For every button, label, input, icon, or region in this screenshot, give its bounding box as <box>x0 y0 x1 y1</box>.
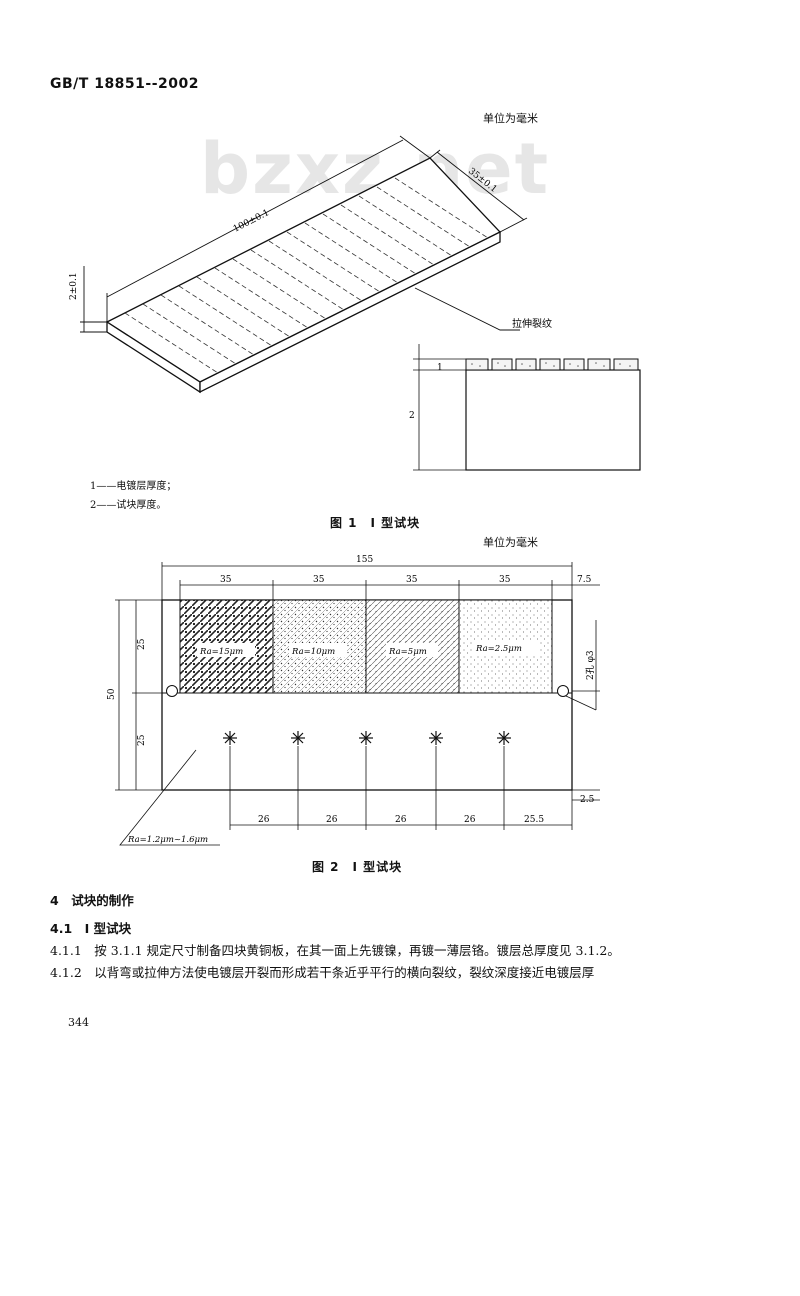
dim-bottom-margin: 2.5 <box>580 795 595 805</box>
figure1-drawing: 1 2 100±0.1 35±0.1 2±0.1 拉伸裂纹 <box>69 135 641 471</box>
ra-label-3: Ra=5μm <box>388 647 427 657</box>
subsection-heading: 4.1 I 型试块 <box>50 921 132 936</box>
section-heading: 4 试块的制作 <box>50 893 134 908</box>
dim-right <box>565 620 600 801</box>
dim-star-5: 25.5 <box>524 815 544 825</box>
dim-seg-3: 35 <box>406 575 418 585</box>
surface-leader <box>119 749 220 846</box>
dim-width-label: 35±0.1 <box>466 166 498 194</box>
figure1-unit-note: 单位为毫米 <box>483 112 538 125</box>
detail-label-1: 1 <box>437 363 443 373</box>
dim-star-1: 26 <box>258 815 270 825</box>
dim-bottom <box>229 746 573 830</box>
ra-label-1: Ra=15μm <box>199 647 243 657</box>
detail-label-2: 2 <box>409 411 415 421</box>
figure1-caption: 图 1 I 型试块 <box>330 516 421 530</box>
crack-lines <box>124 177 489 374</box>
dim-height-total: 50 <box>107 688 117 700</box>
dim-length <box>106 135 431 322</box>
dim-length-label: 100±0.1 <box>232 208 271 235</box>
standard-number: GB/T 18851--2002 <box>50 76 199 92</box>
dim-height-upper: 25 <box>137 638 147 650</box>
dim-total: 155 <box>356 555 373 565</box>
test-points <box>223 731 511 745</box>
dim-seg-2: 35 <box>313 575 325 585</box>
dim-top <box>161 562 600 600</box>
crack-label: 拉伸裂纹 <box>512 317 552 330</box>
hole-right <box>557 685 569 697</box>
detail-view <box>413 344 641 471</box>
paragraph-4-1-2: 4.1.2 以背弯或拉伸方法使电镀层开裂而形成若干条近乎平行的横向裂纹，裂纹深度… <box>50 965 595 980</box>
paragraph-4-1-1: 4.1.1 按 3.1.1 规定尺寸制备四块黄铜板，在其一面上先镀镍，再镀一薄层… <box>50 943 620 958</box>
dim-seg-1: 35 <box>220 575 232 585</box>
hole-label: 2孔 φ3 <box>585 650 596 680</box>
dim-star-3: 26 <box>395 815 407 825</box>
hole-left <box>166 685 178 697</box>
ra-label-4: Ra=2.5μm <box>475 644 522 654</box>
dim-width <box>429 149 528 233</box>
dim-star-2: 26 <box>326 815 338 825</box>
figure2-unit-note: 单位为毫米 <box>483 536 538 549</box>
dim-thickness <box>80 266 107 333</box>
dim-height-lower: 25 <box>137 734 147 746</box>
figure2-caption: 图 2 I 型试块 <box>312 860 403 874</box>
slab-right-edge <box>199 230 501 394</box>
ra-label-2: Ra=10μm <box>291 647 335 657</box>
dim-thickness-label: 2±0.1 <box>69 272 79 300</box>
crack-leader <box>414 287 520 331</box>
figure1-legend-2: 2——试块厚度。 <box>90 500 167 511</box>
surface-note: Ra=1.2μm~1.6μm <box>127 835 208 845</box>
dim-right-margin: 7.5 <box>577 575 592 585</box>
dim-star-4: 26 <box>464 815 476 825</box>
figure1-legend-1: 1——电镀层厚度； <box>90 481 177 492</box>
dim-left <box>115 599 162 791</box>
figure2-drawing: 155 35 35 35 35 7.5 50 25 25 2孔 φ3 Ra=15… <box>107 555 600 846</box>
page-number: 344 <box>68 1016 89 1029</box>
dim-seg-4: 35 <box>499 575 511 585</box>
